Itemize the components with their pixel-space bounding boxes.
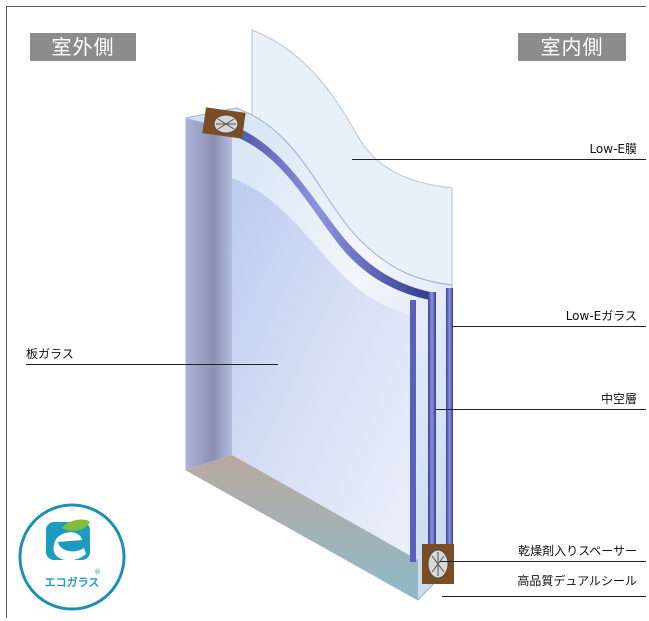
- leader-line-sheet-glass: [26, 364, 278, 365]
- leader-line-spacer: [440, 561, 646, 562]
- leader-line-low-e-glass: [452, 326, 646, 327]
- pane-bottom-edge: [186, 455, 418, 600]
- logo-registered-mark: ®: [94, 568, 101, 576]
- logo-text: エコガラス: [45, 575, 100, 589]
- callout-sheet-glass: 板ガラス: [26, 347, 74, 361]
- bottom-spacer-block: [422, 544, 454, 584]
- glass-edge-vertical-outer: [446, 288, 453, 566]
- indoor-side-badge: 室内側: [518, 33, 626, 61]
- leader-line-low-e-film: [352, 159, 646, 160]
- glass-edge-curve: [206, 118, 430, 300]
- callout-seal: 高品質デュアルシール: [517, 574, 637, 588]
- leaf-icon: [62, 519, 90, 531]
- callout-low-e-film: Low-E膜: [589, 142, 637, 156]
- leader-line-seal: [442, 596, 646, 597]
- callout-spacer: 乾燥剤入りスペーサー: [518, 544, 637, 558]
- eco-glass-logo: ® エコガラス: [18, 503, 126, 611]
- callout-hollow-layer: 中空層: [600, 392, 637, 406]
- inner-pane-region: [232, 178, 410, 560]
- callout-low-e-glass: Low-Eガラス: [565, 309, 637, 323]
- leader-line-hollow-layer: [436, 409, 646, 410]
- pane-left-edge: [186, 118, 232, 470]
- low-e-sheet-back: [251, 29, 453, 301]
- diagram-frame: [6, 6, 646, 618]
- glass-edge-vertical-inner: [428, 292, 436, 560]
- logo-e-letter: [53, 532, 86, 561]
- top-spacer-block: [202, 107, 246, 139]
- glass-edge-vertical-front: [410, 300, 416, 562]
- outdoor-side-badge: 室外側: [30, 33, 136, 61]
